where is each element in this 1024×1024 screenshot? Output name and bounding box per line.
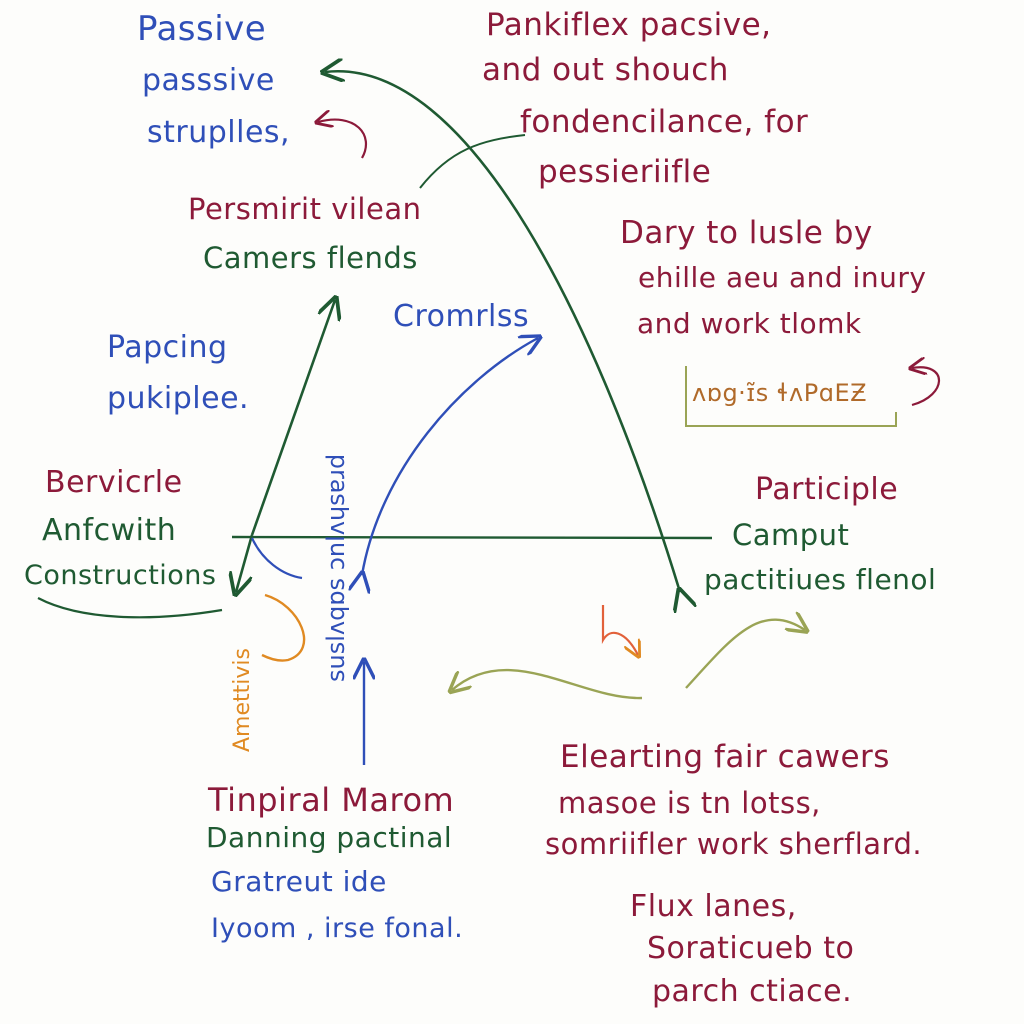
persmirit-label: Persmirit vilean	[188, 192, 422, 226]
dary-label-2: ehille aeu and inury	[638, 261, 927, 294]
olive-right-arrow	[685, 620, 805, 689]
flux-label-1: Flux lanes,	[630, 889, 797, 924]
elearting-label-2: masoe is tn lotss,	[558, 786, 821, 820]
elearting-label-1: Elearting fair cawers	[560, 739, 890, 775]
dary-label-3: and work tlomk	[637, 307, 862, 340]
orange-curve	[261, 593, 306, 662]
orange-vertical-label: Amettivis	[230, 648, 255, 752]
blue-corner-curve	[250, 537, 303, 580]
dary-label-1: Dary to lusle by	[620, 215, 873, 251]
green-down-arrow	[236, 534, 254, 592]
orange-hook-arrow	[601, 605, 638, 655]
papcing-label-1: Papcing	[107, 330, 228, 365]
passive-label-1: Passive	[137, 9, 267, 49]
tinpiral-label-3: Gratreut ide	[211, 865, 387, 898]
fond-label-2: pessieriifle	[538, 154, 712, 190]
bervicrle-label-2: Anfcwith	[42, 513, 177, 548]
olive-left-arrow	[452, 668, 643, 700]
red-curl-arrow-right	[912, 367, 940, 407]
tinpiral-label-1: Tinpiral Marom	[208, 781, 455, 819]
red-curl-arrow-top	[318, 120, 368, 159]
vertical-blue-label: suslʌqɒs ɔnlʌɥsɐɹd	[322, 453, 350, 682]
green-up-arrow	[250, 300, 335, 536]
pankiflex-label-1: Pankiflex pacsive,	[486, 7, 772, 43]
bervicrle-label-3: Constructions	[24, 560, 217, 591]
passive-label-2: passsive	[142, 63, 275, 98]
green-connector-curve	[419, 134, 526, 189]
papcing-label-2: pukiplee.	[107, 381, 250, 416]
participle-label-1: Participle	[755, 472, 899, 507]
elearting-label-3: somriifler work sherflard.	[545, 827, 923, 861]
green-arc-arrow	[325, 71, 680, 592]
small-bracket-label: ʌɒg·ɪ̃s ɬʌPɑEƵ	[692, 379, 868, 407]
tinpiral-label-2: Danning pactinal	[206, 821, 453, 854]
pankiflex-label-2: and out shouch	[482, 52, 729, 88]
fond-label-1: fondencilance, for	[520, 104, 809, 140]
participle-label-2: Camput	[732, 518, 850, 552]
passive-label-3: struplles,	[147, 115, 291, 150]
cromrlss-label: Cromrlss	[393, 299, 530, 334]
tinpiral-label-4: Iyoom , irse fonal.	[211, 913, 464, 944]
green-baseline	[231, 535, 713, 540]
olive-bracket	[685, 366, 897, 427]
green-underline-curve	[37, 597, 223, 619]
camers-label: Camers flends	[203, 241, 418, 275]
flux-label-2: Soraticueb to	[647, 931, 855, 966]
blue-double-arrow	[362, 338, 538, 575]
flux-label-3: parch ctiace.	[652, 974, 853, 1009]
participle-label-3: pactitiues flenol	[704, 563, 937, 596]
bervicrle-label-1: Bervicrle	[45, 465, 183, 500]
